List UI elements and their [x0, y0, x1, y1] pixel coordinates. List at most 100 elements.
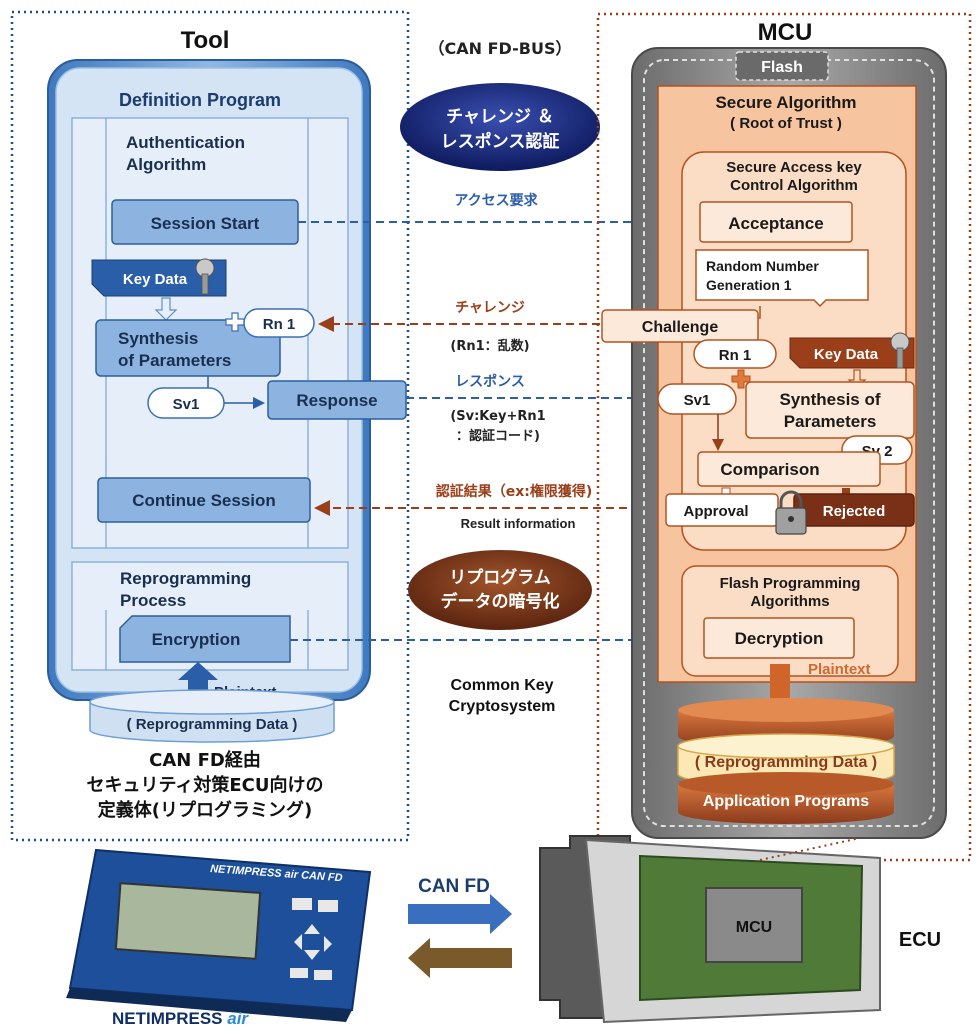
ecu-label: ECU — [899, 929, 941, 951]
root-of-trust-label: ( Root of Trust ) — [730, 115, 842, 132]
common-key-label-1: Common Key — [450, 677, 553, 694]
flash-prog-label-2: Algorithms — [750, 593, 829, 610]
flash-label: Flash — [761, 59, 803, 76]
continue-session-box: Continue Session — [97, 477, 311, 523]
reprogram-encrypt-ellipse: リプログラム データの暗号化 — [408, 550, 592, 630]
tool-reprogramming-data-disk: ( Reprogramming Data ) — [89, 689, 335, 743]
access-request-label: アクセス要求 — [454, 192, 538, 209]
bus-area: （CAN FD-BUS） チャレンジ ＆ レスポンス認証 アクセス要求 チャレン… — [290, 39, 704, 715]
tool-reprogramming-data-label: ( Reprogramming Data ) — [127, 716, 298, 733]
reprogramming-process-label-1: Reprogramming — [120, 569, 251, 588]
approval-label: Approval — [683, 503, 748, 520]
mcu-sv1-pill: Sv1 — [657, 383, 737, 415]
flash-tab: Flash — [735, 51, 829, 81]
lock-icon — [775, 490, 807, 535]
right-arrow-icon — [408, 894, 512, 934]
rn1-note-label: (Rn1：乱数) — [450, 338, 529, 354]
mcu-synthesis-label-1: Synthesis of — [779, 390, 880, 409]
sv-note-label-1: (Sv:Key+Rn1 — [450, 409, 545, 424]
acceptance-box: Acceptance — [699, 201, 853, 243]
decryption-box: Decryption — [703, 617, 855, 659]
challenge-box: Challenge — [601, 309, 759, 343]
can-fd-label: CAN FD — [418, 876, 490, 897]
caption-line-3: 定義体(リプログラミング) — [98, 799, 312, 821]
result-info-label: Result information — [461, 516, 576, 531]
tool-key-data: Key Data — [91, 258, 227, 297]
reprogram-encrypt-label-2: データの暗号化 — [441, 591, 560, 612]
mcu-synthesis-box: Synthesis of Parameters — [745, 381, 915, 439]
session-start-label: Session Start — [151, 214, 260, 233]
mcu-reprogramming-data-label: ( Reprogramming Data ) — [695, 754, 877, 771]
random-number-box: Random Number Generation 1 — [695, 249, 869, 308]
up-arrow-icon — [178, 662, 218, 698]
secure-access-label-2: Control Algorithm — [730, 177, 858, 194]
response-box: Response — [267, 380, 407, 420]
ecu-device: MCU ECU — [539, 835, 941, 1024]
tool-panel: Tool Definition Program Authentication A… — [10, 10, 410, 842]
down-arrow-icon — [154, 297, 178, 321]
tool-synthesis-label-1: Synthesis — [118, 329, 198, 348]
mcu-key-data: Key Data — [789, 332, 915, 369]
continue-session-label: Continue Session — [132, 491, 276, 510]
tool-synthesis-box: Synthesis of Parameters — [95, 319, 281, 377]
reprogramming-process-label-2: Process — [120, 591, 186, 610]
challenge-label: Challenge — [642, 319, 719, 336]
tool-sv1-pill: Sv1 — [147, 387, 225, 419]
plus-icon — [731, 369, 751, 389]
auth-result-label: 認証結果（ex:権限獲得) — [436, 483, 593, 500]
left-arrow-icon — [408, 938, 512, 978]
mcu-panel: MCU Flash Secure Algorithm ( Root of Tru… — [596, 12, 972, 862]
random-number-label-2: Generation 1 — [706, 277, 792, 293]
ecu-chip: MCU — [705, 887, 803, 963]
challenge-response-label-2: レスポンス認証 — [441, 131, 560, 152]
flash-prog-label-1: Flash Programming — [720, 575, 861, 592]
tool-synthesis-label-2: of Parameters — [118, 351, 231, 370]
response-jp-label: レスポンス — [455, 373, 525, 390]
application-programs-label: Application Programs — [703, 793, 869, 810]
secure-access-label-1: Secure Access key — [726, 159, 862, 176]
tool-rn1-pill: Rn 1 — [243, 308, 315, 338]
key-icon — [890, 332, 910, 369]
mcu-rn1-label: Rn 1 — [719, 347, 752, 364]
mcu-synthesis-label-2: Parameters — [784, 412, 877, 431]
caption-line-2: セキュリティ対策ECU向けの — [86, 774, 323, 796]
challenge-response-label-1: チャレンジ ＆ — [446, 107, 554, 127]
encryption-box: Encryption — [119, 615, 291, 663]
auth-algorithm-label-2: Algorithm — [126, 155, 206, 174]
caption-line-1: CAN FD経由 — [149, 749, 261, 771]
definition-program-label: Definition Program — [119, 90, 281, 110]
random-number-label-1: Random Number — [706, 258, 819, 274]
response-label: Response — [296, 391, 377, 410]
secure-algorithm-label: Secure Algorithm — [715, 93, 856, 112]
tool-rn1-label: Rn 1 — [263, 316, 296, 333]
decryption-label: Decryption — [735, 629, 824, 648]
device-keypad — [290, 898, 338, 980]
auth-algorithm-label-1: Authentication — [126, 133, 245, 152]
mcu-sv1-label: Sv1 — [684, 392, 711, 409]
comparison-label: Comparison — [720, 460, 819, 479]
mcu-plaintext-label: Plaintext — [808, 661, 871, 678]
device-name-label: NETIMPRESS air — [112, 1009, 249, 1028]
acceptance-label: Acceptance — [728, 214, 823, 233]
rejected-box: Rejected — [793, 493, 915, 527]
sv-note-label-2: ：認証コード) — [456, 428, 540, 444]
challenge-response-ellipse: チャレンジ ＆ レスポンス認証 — [400, 83, 600, 171]
common-key-label-2: Cryptosystem — [449, 698, 556, 715]
tool-sv1-label: Sv1 — [173, 396, 200, 413]
mcu-key-data-label: Key Data — [814, 346, 879, 363]
comparison-box: Comparison — [697, 451, 881, 487]
reprogram-encrypt-label-1: リプログラム — [449, 567, 551, 588]
can-fd-link: CAN FD — [408, 876, 512, 978]
key-icon — [195, 258, 215, 295]
tool-title: Tool — [181, 27, 230, 54]
device-screen — [114, 882, 262, 960]
mcu-rn1-pill: Rn 1 — [693, 339, 777, 369]
bus-title: （CAN FD-BUS） — [429, 39, 572, 58]
mcu-disk-stack: ( Reprogramming Data ) Application Progr… — [677, 698, 895, 824]
rejected-label: Rejected — [823, 503, 886, 520]
netimpress-device: NETIMPRESS air CAN FD NETIMPRESS air — [66, 848, 372, 1028]
challenge-jp-label: チャレンジ — [455, 300, 525, 316]
ecu-chip-label: MCU — [736, 919, 772, 936]
tool-key-data-label: Key Data — [123, 271, 188, 288]
